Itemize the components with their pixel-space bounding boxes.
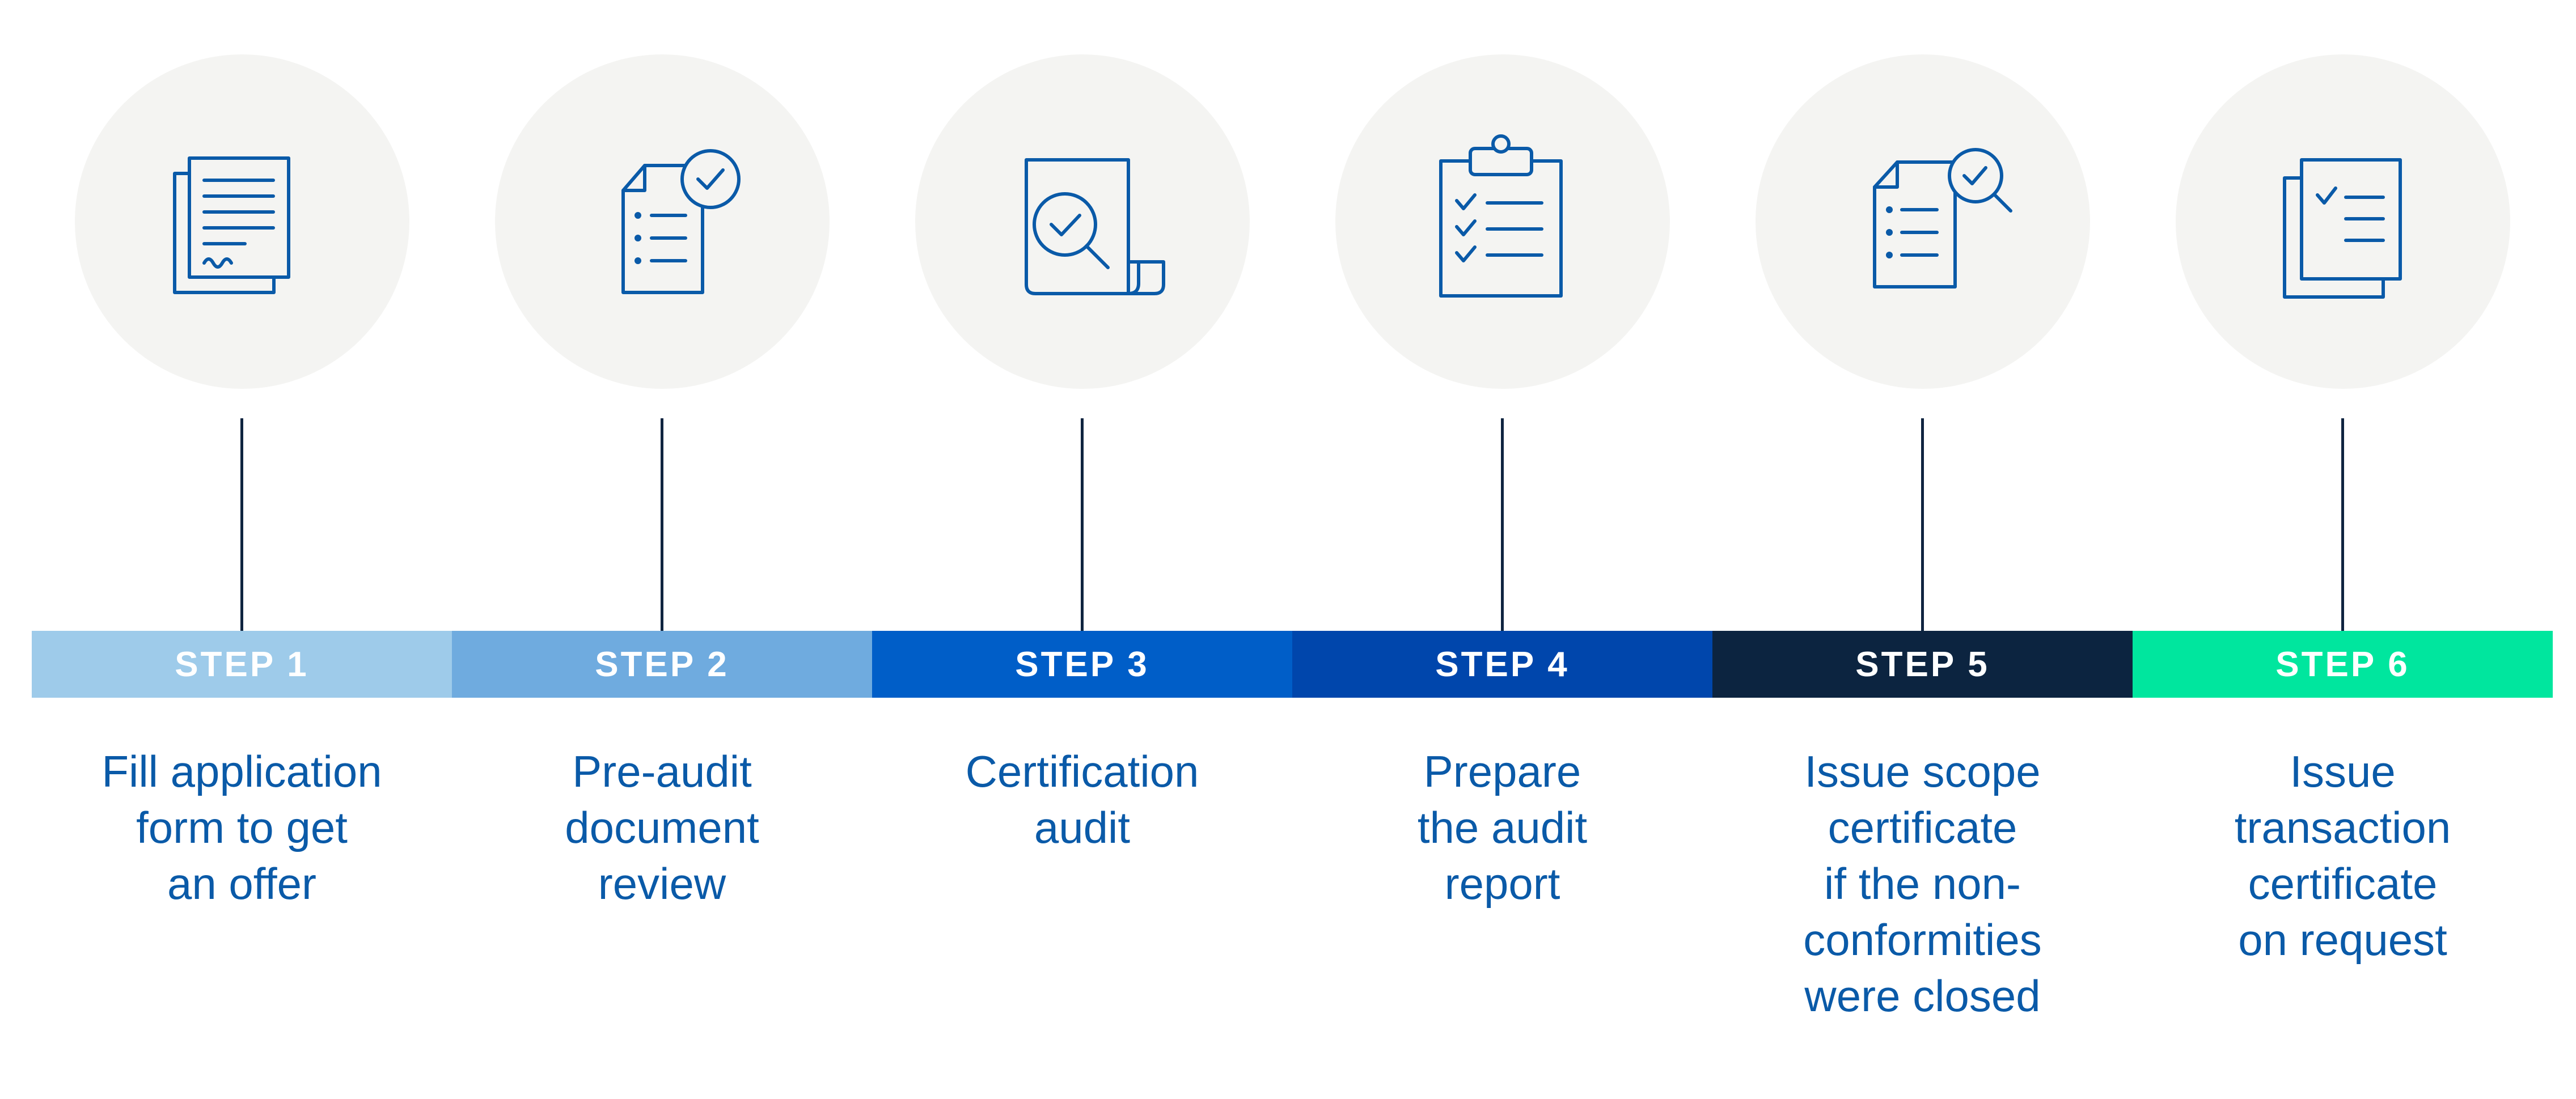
step-1-circle (75, 54, 409, 389)
step-2-band: STEP 2 (452, 631, 872, 698)
step-4-band: STEP 4 (1292, 631, 1712, 698)
document-check-icon (495, 54, 830, 389)
step-3: STEP 3 Certification audit (872, 0, 1292, 1099)
documents-checklist-icon (2176, 54, 2510, 389)
step-6-label: STEP 6 (2275, 644, 2410, 684)
step-1-band: STEP 1 (32, 631, 452, 698)
step-6-band: STEP 6 (2133, 631, 2553, 698)
step-3-description: Certification audit (965, 746, 1199, 852)
step-4-label: STEP 4 (1435, 644, 1570, 684)
step-1: STEP 1 Fill application form to get an o… (32, 0, 452, 1099)
step-1-description: Fill application form to get an offer (101, 746, 382, 909)
step-5-circle (1756, 54, 2090, 389)
document-stack-icon (75, 54, 409, 389)
step-5-band: STEP 5 (1712, 631, 2133, 698)
clipboard-checklist-icon (1335, 54, 1670, 389)
step-1-connector (240, 418, 243, 631)
step-5: STEP 5 Issue scope certificate if the no… (1712, 0, 2133, 1099)
scroll-magnifier-icon (915, 54, 1250, 389)
step-2-label: STEP 2 (595, 644, 729, 684)
step-3-connector (1081, 418, 1084, 631)
step-6-circle (2176, 54, 2510, 389)
step-6-description: Issue transaction certificate on request (2234, 746, 2451, 965)
step-5-label: STEP 5 (1855, 644, 1990, 684)
step-1-label: STEP 1 (175, 644, 309, 684)
step-3-band: STEP 3 (872, 631, 1292, 698)
step-3-label: STEP 3 (1015, 644, 1149, 684)
step-6-connector (2341, 418, 2344, 631)
step-4-description: Prepare the audit report (1417, 746, 1588, 909)
step-3-circle (915, 54, 1250, 389)
step-5-connector (1921, 418, 1924, 631)
step-4: STEP 4 Prepare the audit report (1292, 0, 1712, 1099)
step-4-connector (1501, 418, 1504, 631)
step-2-circle (495, 54, 830, 389)
step-6: STEP 6 Issue transaction certificate on … (2133, 0, 2553, 1099)
step-5-description: Issue scope certificate if the non- conf… (1803, 746, 2042, 1021)
step-2-connector (661, 418, 663, 631)
step-2: STEP 2 Pre-audit document review (452, 0, 872, 1099)
step-2-description: Pre-audit document review (565, 746, 759, 909)
document-search-check-icon (1756, 54, 2090, 389)
step-4-circle (1335, 54, 1670, 389)
